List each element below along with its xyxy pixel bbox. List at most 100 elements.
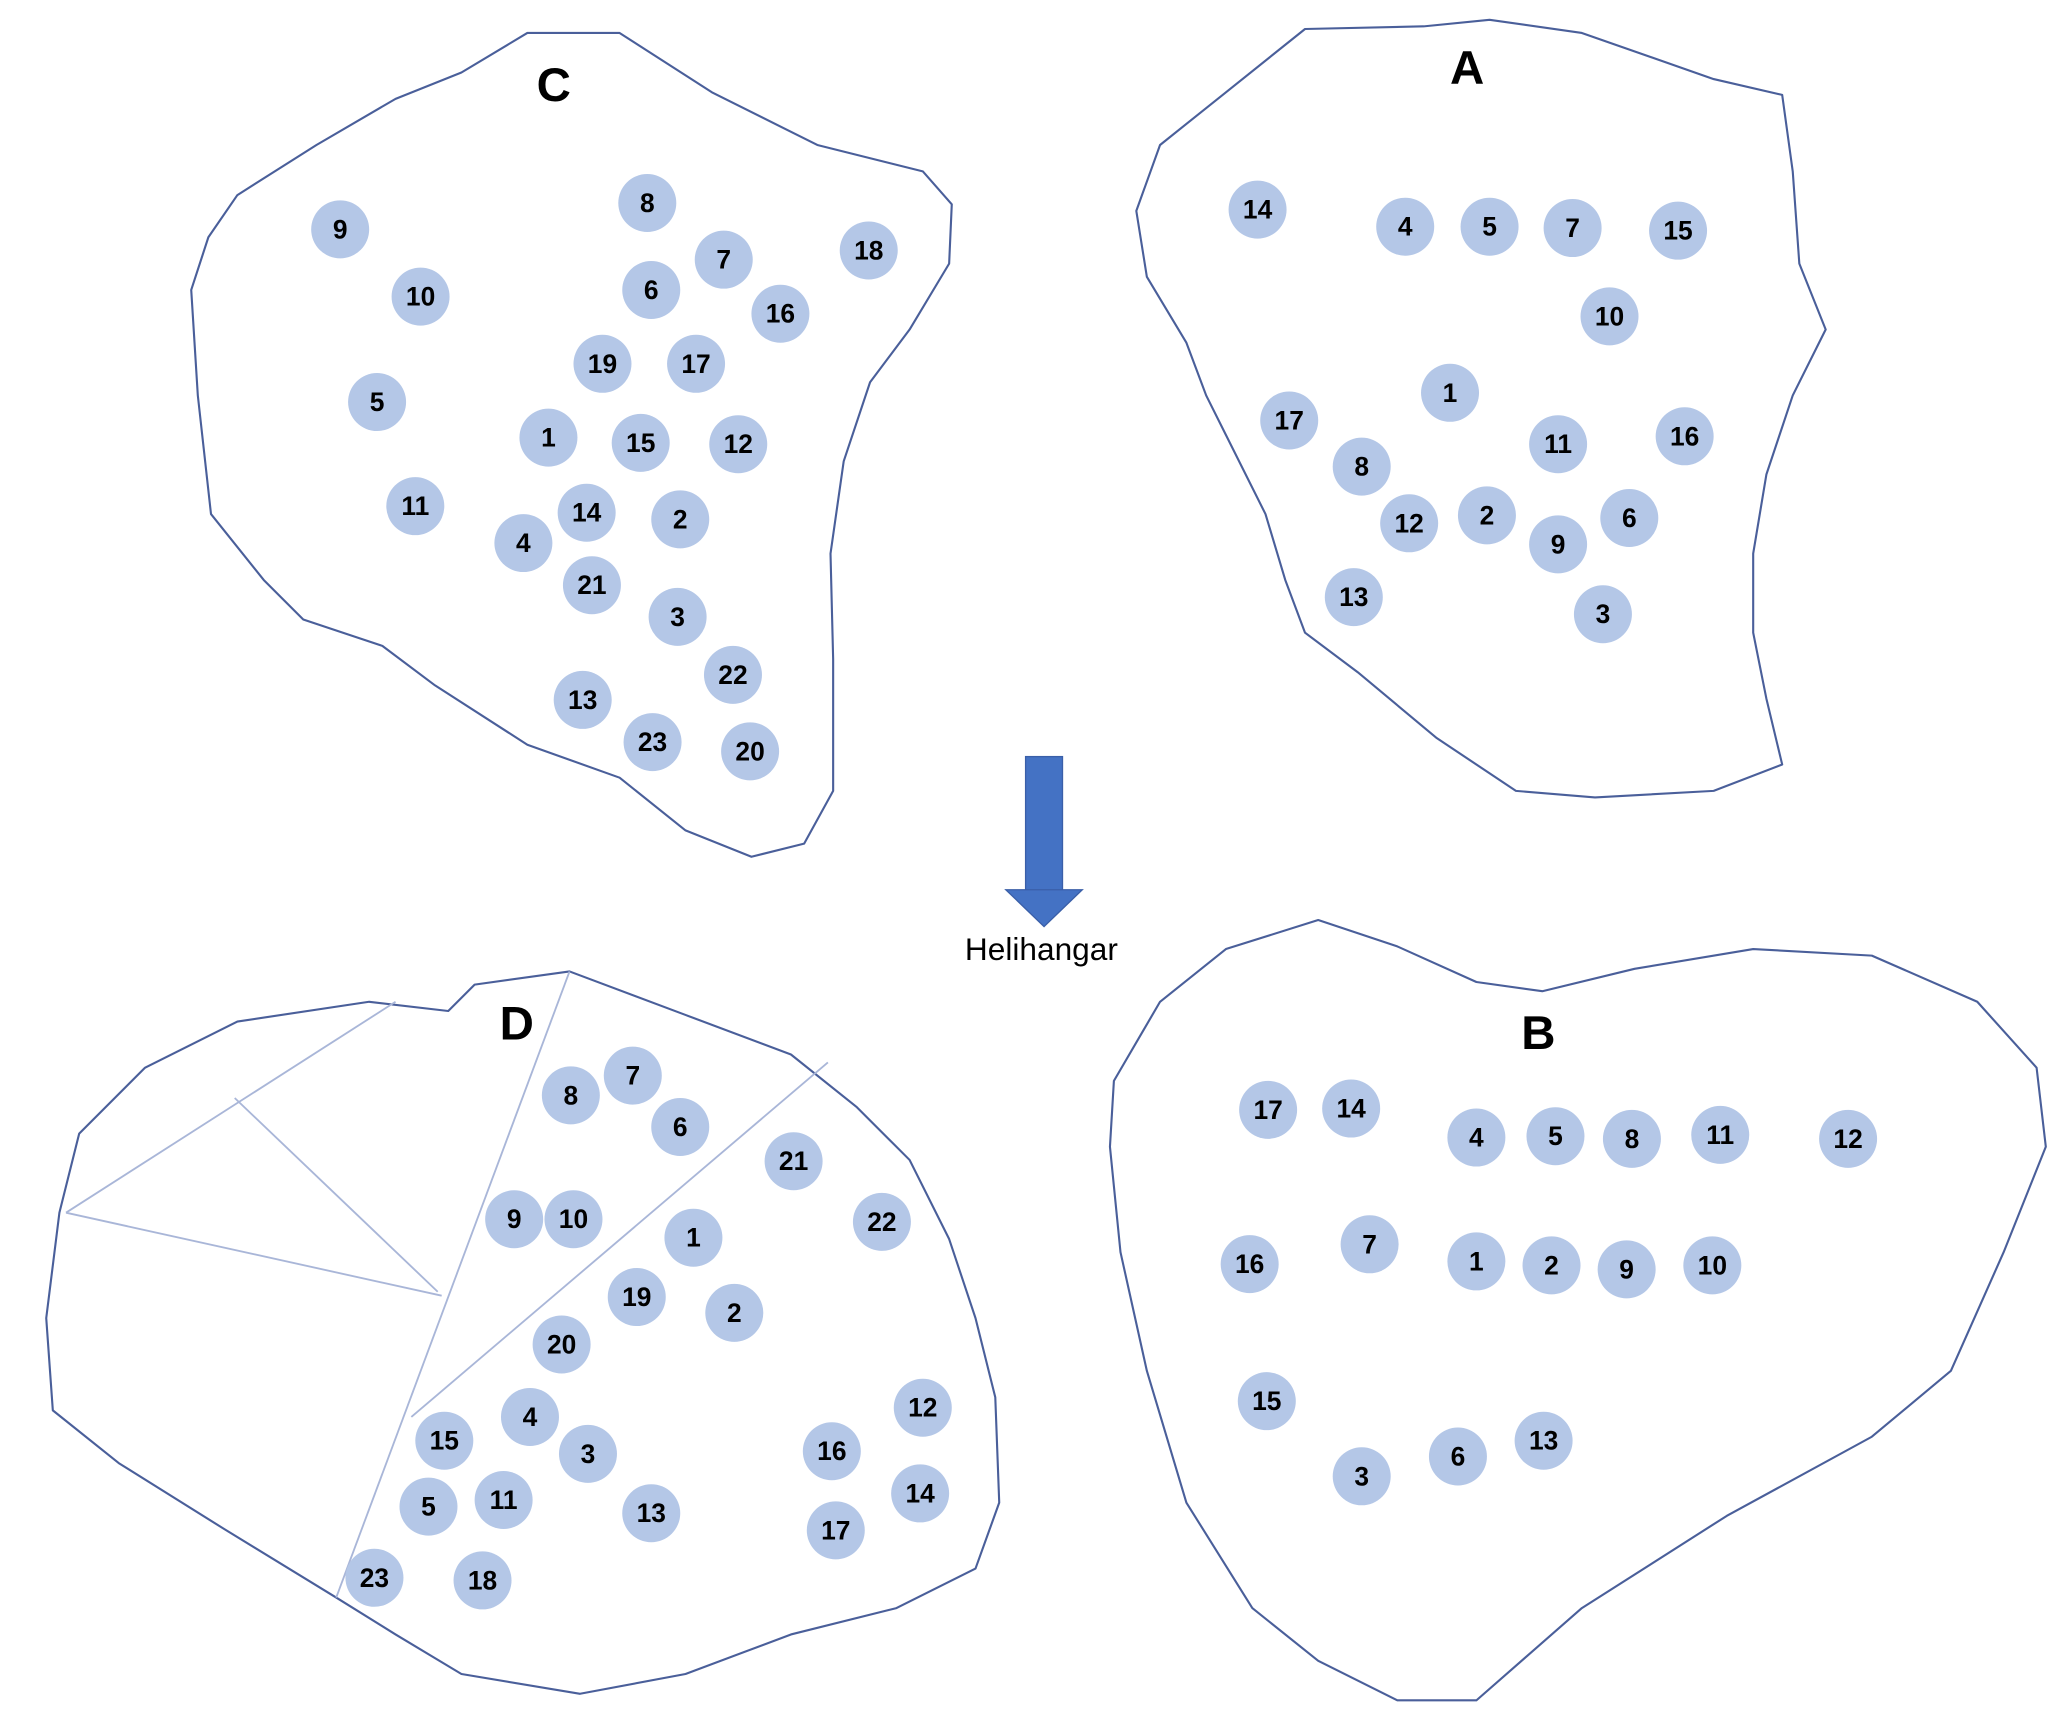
parking-spot-b-6: 6: [1428, 1427, 1487, 1486]
spot-circle: [1460, 197, 1519, 256]
spot-circle: [694, 230, 753, 289]
spot-label: 20: [547, 1329, 576, 1359]
spot-label: 6: [1622, 503, 1637, 533]
parking-spot-c-16: 16: [751, 284, 810, 343]
divider-line: [410, 1061, 829, 1418]
spot-label: 18: [468, 1565, 497, 1595]
parking-spot-a-16: 16: [1655, 407, 1714, 466]
spot-label: 23: [360, 1563, 389, 1593]
spot-label: 19: [622, 1282, 651, 1312]
arrow-head: [1004, 889, 1084, 928]
spot-circle: [603, 1046, 662, 1105]
parking-spot-a-10: 10: [1580, 287, 1639, 346]
spot-circle: [1522, 1236, 1581, 1295]
spot-circle: [1447, 1108, 1506, 1167]
divider-line: [234, 1097, 439, 1293]
parking-spot-c-19: 19: [573, 334, 632, 393]
spot-label: 4: [1469, 1123, 1484, 1153]
spot-circle: [623, 713, 682, 772]
spot-circle: [1526, 1107, 1585, 1166]
divider-line: [335, 971, 571, 1598]
spot-label: 15: [626, 428, 655, 458]
spot-circle: [348, 373, 407, 432]
parking-spot-d-4: 4: [500, 1387, 559, 1446]
spot-circle: [494, 514, 553, 573]
parking-spot-d-19: 19: [607, 1268, 666, 1327]
spot-circle: [1691, 1105, 1750, 1164]
parking-spot-b-10: 10: [1683, 1236, 1742, 1295]
spot-circle: [1239, 1080, 1298, 1139]
spot-circle: [1597, 1240, 1656, 1299]
spot-label: 3: [581, 1439, 596, 1469]
spot-label: 2: [727, 1298, 742, 1328]
region-d-outline: [45, 970, 1001, 1695]
spot-label: 18: [854, 235, 883, 265]
spot-circle: [618, 173, 677, 232]
spot-circle: [703, 645, 762, 704]
parking-spot-c-12: 12: [709, 415, 768, 474]
spot-label: 12: [1833, 1124, 1862, 1154]
spot-label: 15: [1252, 1386, 1281, 1416]
spot-label: 3: [1596, 599, 1611, 629]
parking-spot-c-9: 9: [311, 200, 370, 259]
spot-circle: [544, 1190, 603, 1249]
spot-circle: [1340, 1215, 1399, 1274]
spot-label: 21: [779, 1146, 808, 1176]
helihangar-arrow: Helihangar: [965, 755, 1118, 967]
parking-spot-d-10: 10: [544, 1190, 603, 1249]
parking-spot-d-21: 21: [764, 1132, 823, 1191]
spot-circle: [1580, 287, 1639, 346]
parking-spot-a-14: 14: [1228, 180, 1287, 239]
spot-circle: [852, 1192, 911, 1251]
spot-circle: [1543, 199, 1602, 258]
spot-circle: [1332, 437, 1391, 496]
spot-circle: [1421, 363, 1480, 422]
parking-spot-d-14: 14: [891, 1464, 950, 1523]
parking-spot-d-13: 13: [622, 1484, 681, 1543]
spot-circle: [1819, 1109, 1878, 1168]
parking-spot-c-18: 18: [839, 221, 898, 280]
parking-spot-c-4: 4: [494, 514, 553, 573]
spot-label: 2: [673, 504, 688, 534]
spot-circle: [664, 1208, 723, 1267]
spot-label: 22: [718, 660, 747, 690]
parking-spot-c-10: 10: [391, 267, 450, 326]
spot-label: 17: [681, 349, 710, 379]
spot-circle: [500, 1387, 559, 1446]
parking-spot-d-23: 23: [345, 1548, 404, 1607]
spot-label: 7: [625, 1061, 640, 1091]
spot-label: 13: [1529, 1426, 1558, 1456]
spot-label: 14: [1337, 1094, 1367, 1124]
arrow-down-icon: [1024, 755, 1064, 892]
spot-label: 5: [1482, 212, 1497, 242]
parking-spot-c-8: 8: [618, 173, 677, 232]
spot-circle: [1380, 494, 1439, 553]
region-a-outline: [1135, 18, 1827, 799]
spot-label: 13: [637, 1498, 666, 1528]
parking-spot-b-5: 5: [1526, 1107, 1585, 1166]
spot-label: 9: [1551, 529, 1566, 559]
spot-label: 7: [716, 245, 731, 275]
parking-spot-c-14: 14: [557, 483, 616, 542]
parking-spot-a-1: 1: [1421, 363, 1480, 422]
spot-label: 8: [1354, 452, 1369, 482]
spot-label: 11: [490, 1485, 518, 1515]
spot-circle: [345, 1548, 404, 1607]
spot-circle: [1602, 1109, 1661, 1168]
spot-circle: [1428, 1427, 1487, 1486]
spot-label: 3: [1354, 1461, 1369, 1491]
spot-label: 17: [1253, 1095, 1282, 1125]
spot-label: 19: [588, 349, 617, 379]
spot-circle: [1324, 568, 1383, 627]
spot-label: 10: [406, 282, 435, 312]
spot-label: 6: [673, 1112, 688, 1142]
spot-circle: [453, 1551, 512, 1610]
region-b-title: B: [1521, 1007, 1555, 1060]
spot-circle: [1529, 515, 1588, 574]
spot-label: 10: [1595, 301, 1624, 331]
spot-circle: [1600, 489, 1659, 548]
spot-label: 14: [905, 1478, 935, 1508]
parking-spot-d-3: 3: [558, 1424, 617, 1483]
